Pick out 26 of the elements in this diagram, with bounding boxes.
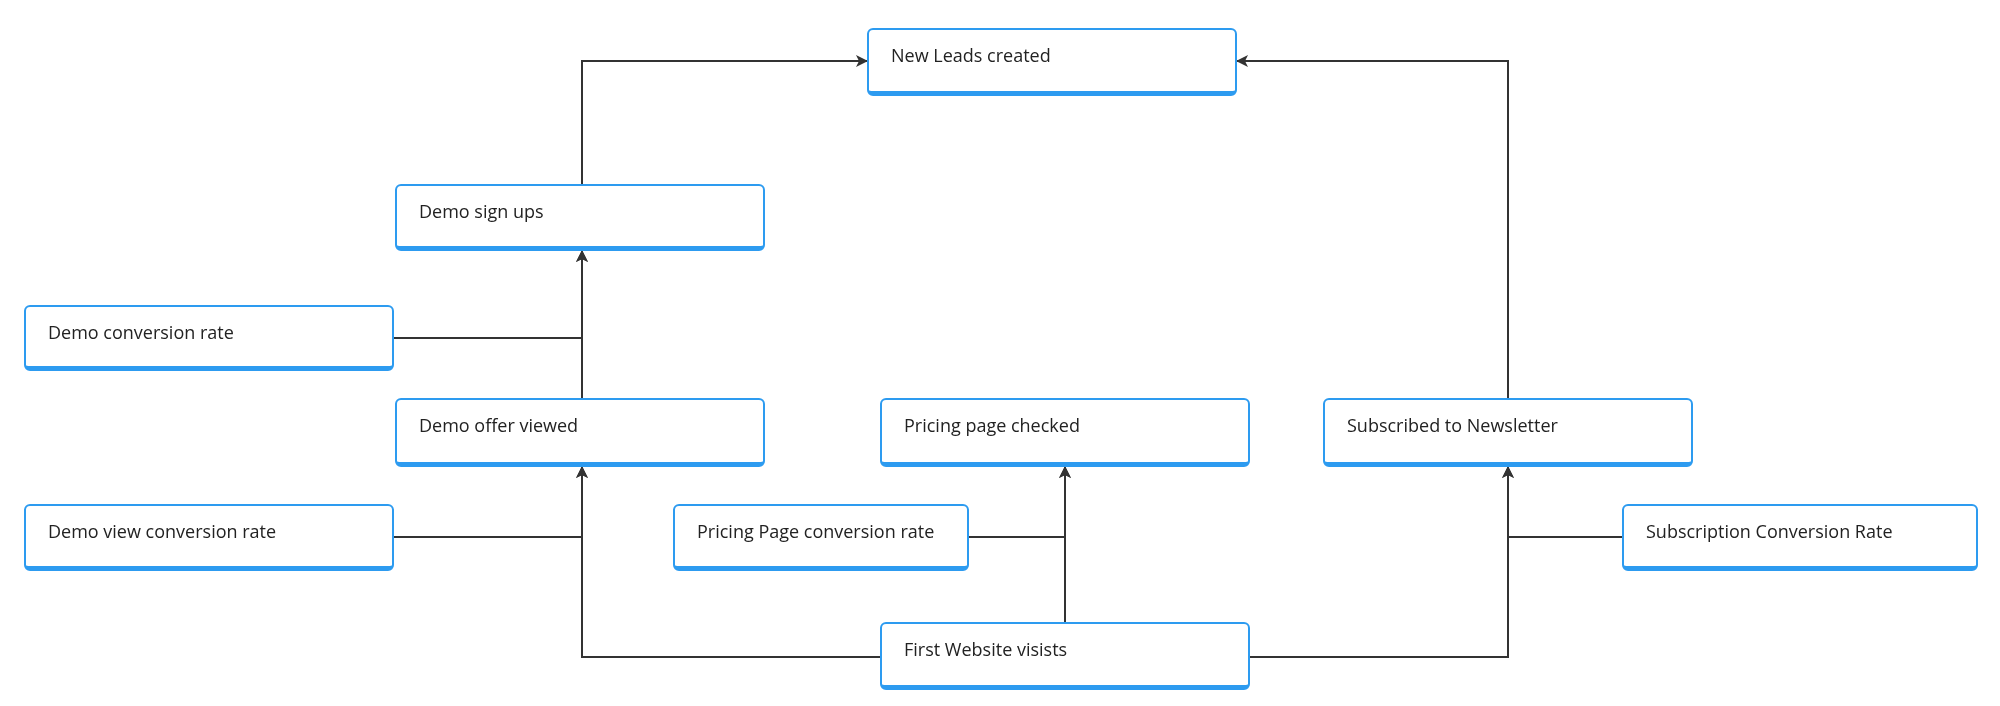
arrow	[1236, 55, 1509, 399]
node-label: Subscribed to Newsletter	[1347, 414, 1559, 438]
node-label: Subscription Conversion Rate	[1646, 520, 1894, 544]
process-box	[1323, 398, 1693, 467]
arrow	[393, 466, 588, 538]
process-box	[395, 184, 765, 251]
node-label: Demo sign ups	[419, 200, 545, 224]
process-box	[867, 28, 1237, 96]
node-label: New Leads created	[891, 44, 1052, 68]
arrow	[968, 466, 1071, 538]
node-label: Demo offer viewed	[419, 414, 580, 438]
arrow	[1502, 466, 1623, 538]
process-box	[395, 398, 765, 467]
process-box	[880, 622, 1250, 690]
process-box	[1622, 504, 1978, 571]
node-label: First Website visists	[904, 638, 1069, 662]
process-box	[24, 504, 394, 571]
node-label: Demo view conversion rate	[48, 520, 278, 544]
node-label: Demo conversion rate	[48, 321, 235, 345]
process-box	[880, 398, 1250, 467]
arrow	[393, 250, 588, 339]
process-box	[673, 504, 969, 571]
node-label: Pricing Page conversion rate	[697, 520, 936, 544]
arrow	[581, 55, 868, 185]
node-label: Pricing page checked	[904, 414, 1081, 438]
process-box	[24, 305, 394, 371]
